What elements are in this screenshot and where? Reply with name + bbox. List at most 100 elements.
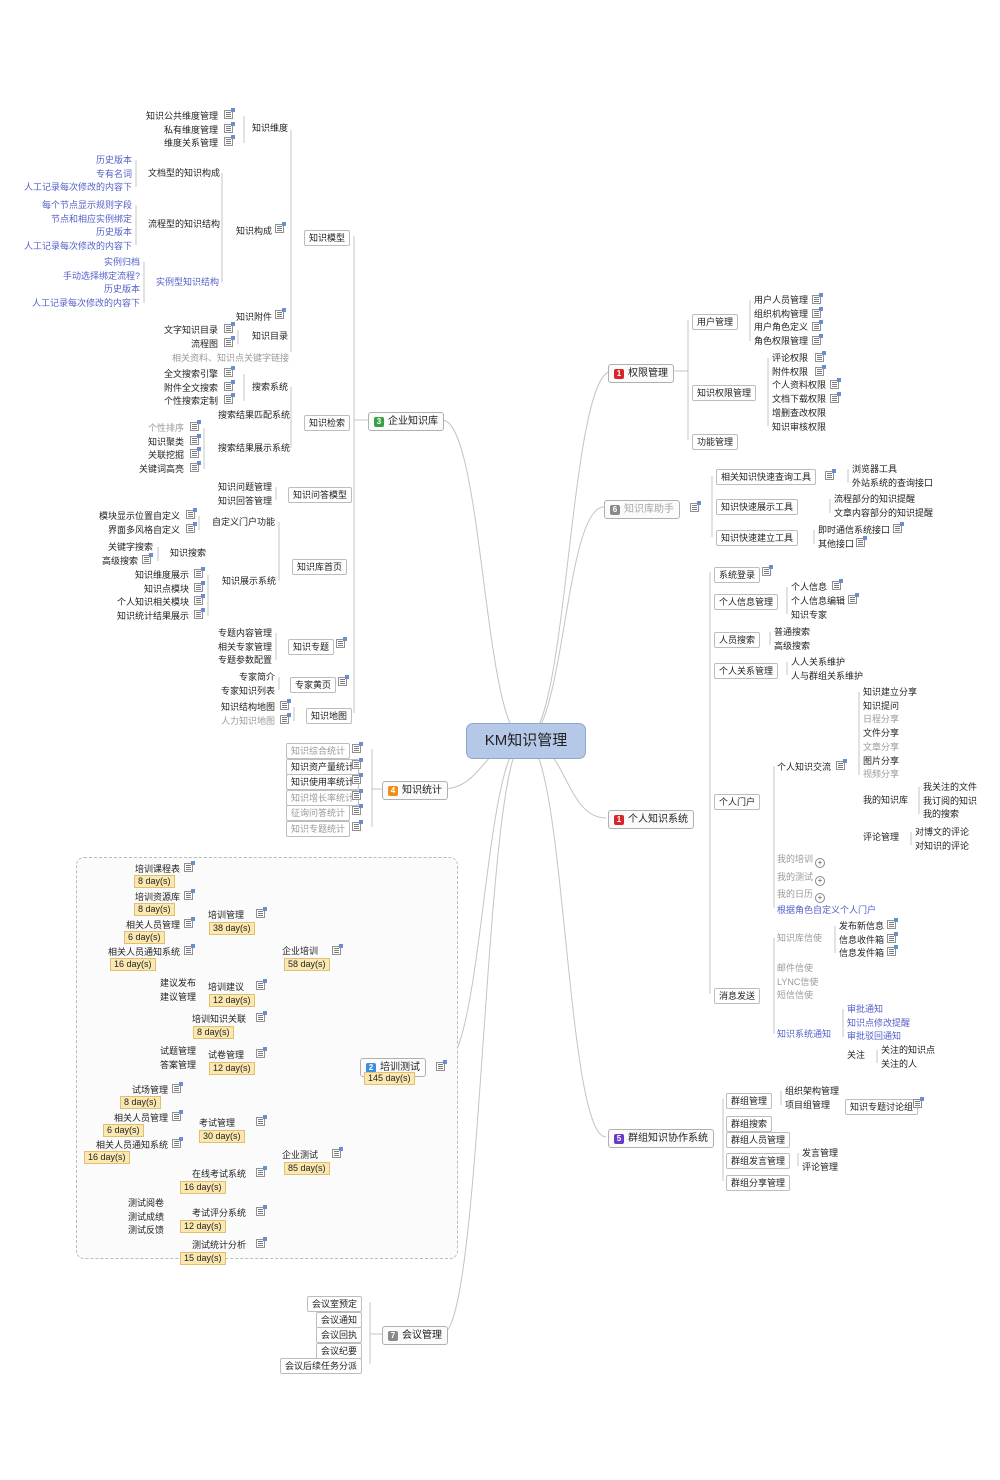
group-speech[interactable]: 群组发言管理	[726, 1153, 791, 1169]
note-icon[interactable]	[190, 420, 201, 431]
meeting-item[interactable]: 会议室预定	[306, 1296, 362, 1312]
note-icon[interactable]	[256, 1115, 267, 1126]
relation-node[interactable]: 个人关系管理	[714, 663, 779, 679]
note-icon[interactable]	[332, 1147, 343, 1158]
map-node[interactable]: 发言管理	[802, 1148, 839, 1158]
note-icon[interactable]	[224, 135, 235, 147]
login-node[interactable]: 系统登录	[714, 567, 761, 583]
map-node[interactable]: 关键词高亮	[138, 464, 184, 475]
map-node[interactable]: 知识点模块	[143, 583, 189, 594]
home-node[interactable]: 知识库首页	[292, 559, 348, 575]
note-icon[interactable]	[690, 501, 701, 512]
expand-icon[interactable]: +	[815, 875, 825, 886]
show-node[interactable]: 搜索结果展示系统	[218, 443, 291, 453]
analysis-node[interactable]: 测试统计分析	[192, 1240, 247, 1250]
note-icon[interactable]	[352, 742, 363, 753]
map-node[interactable]: 人工记录每次修改的内容下	[23, 241, 132, 252]
assistant-build[interactable]: 知识快速建立工具	[716, 530, 799, 546]
stats-item[interactable]: 知识综合统计	[286, 743, 351, 759]
map-node[interactable]: 个性搜索定制	[163, 396, 218, 407]
paper-node[interactable]: 试卷管理	[208, 1050, 245, 1060]
map-node[interactable]: 知识点修改提醒	[847, 1017, 911, 1028]
map-node[interactable]: 培训资源库	[134, 892, 180, 902]
attach-node[interactable]: 知识附件	[236, 312, 273, 322]
note-icon[interactable]	[256, 1237, 267, 1248]
ksearch-node[interactable]: 知识搜索	[170, 548, 207, 558]
note-icon[interactable]	[352, 788, 363, 800]
perm-item[interactable]: 附件权限	[772, 366, 809, 377]
map-node[interactable]: 人与群组关系维护	[791, 671, 864, 681]
comment-node[interactable]: 评论管理	[863, 832, 900, 842]
expand-icon[interactable]: +	[815, 858, 825, 868]
doc-node[interactable]: 文档型的知识构成	[148, 168, 221, 178]
match-node[interactable]: 搜索结果匹配系统	[218, 410, 291, 420]
user-item[interactable]: 角色权限管理	[754, 336, 809, 347]
map-node[interactable]: 建议发布	[159, 978, 196, 988]
note-icon[interactable]	[830, 392, 841, 404]
note-icon[interactable]	[352, 773, 363, 785]
perm-item[interactable]: 增删查改权限	[772, 407, 827, 418]
map-node[interactable]: 知识地图	[306, 708, 353, 724]
map-node[interactable]: 知识问题管理	[217, 482, 272, 492]
note-icon[interactable]	[825, 469, 836, 480]
note-icon[interactable]	[256, 979, 267, 990]
qa-node[interactable]: 知识问答模型	[288, 487, 353, 503]
central-topic[interactable]: KM知识管理	[466, 723, 586, 759]
map-node[interactable]: 知识回答管理	[217, 496, 272, 506]
map-node[interactable]: 相关人员通知系统	[107, 947, 180, 957]
map-node[interactable]: 历史版本	[95, 155, 132, 165]
note-icon[interactable]	[815, 351, 826, 362]
eval-node[interactable]: 考试评分系统	[192, 1208, 247, 1218]
note-icon[interactable]	[194, 594, 205, 606]
kb-msg-node[interactable]: 知识库信使	[777, 933, 823, 943]
note-icon[interactable]	[194, 608, 205, 620]
stats-item[interactable]: 知识专题统计	[286, 821, 351, 837]
map-node[interactable]: 专题参数配置	[217, 655, 272, 666]
exchange-item[interactable]: 知识提问	[863, 700, 900, 711]
exchange-node[interactable]: 个人知识交流	[777, 762, 832, 772]
perm-item[interactable]: 个人资料权限	[772, 380, 827, 391]
portal-extra[interactable]: 我的日历	[777, 889, 814, 899]
note-icon[interactable]	[190, 461, 201, 473]
sys-notice-node[interactable]: 知识系统通知	[777, 1029, 832, 1039]
map-node[interactable]: 其他接口	[818, 539, 855, 549]
map-node[interactable]: 审批驳回通知	[847, 1031, 902, 1042]
note-icon[interactable]	[856, 536, 867, 547]
note-icon[interactable]	[832, 579, 843, 590]
map-node[interactable]: 相关人员管理	[125, 920, 180, 930]
map-node[interactable]: 信息收件箱	[839, 934, 885, 945]
note-icon[interactable]	[172, 1082, 183, 1093]
map-node[interactable]: 人工记录每次修改的内容下	[31, 298, 140, 309]
note-icon[interactable]	[184, 861, 195, 872]
map-node[interactable]: 专有名词	[95, 168, 132, 179]
expand-icon[interactable]: +	[815, 893, 825, 903]
msg-node[interactable]: 消息发送	[714, 988, 761, 1004]
group-mgmt[interactable]: 群组管理	[726, 1093, 773, 1109]
map-node[interactable]: 手动选择绑定流程?	[62, 270, 140, 281]
map-node[interactable]: 私有维度管理	[163, 124, 218, 135]
user-item[interactable]: 用户人员管理	[754, 295, 809, 305]
map-node[interactable]: 历史版本	[103, 284, 140, 295]
topic-node[interactable]: 知识专题	[288, 639, 335, 655]
note-icon[interactable]	[352, 804, 363, 816]
group-search[interactable]: 群组搜索	[726, 1116, 773, 1132]
map-node[interactable]: 我的搜索	[923, 809, 960, 820]
map-node[interactable]: 建议管理	[159, 992, 196, 1002]
note-icon[interactable]	[812, 334, 823, 346]
note-icon[interactable]	[336, 637, 347, 648]
ent-test-node[interactable]: 企业测试	[282, 1150, 319, 1160]
note-icon[interactable]	[332, 944, 343, 955]
map-node[interactable]: 测试阅卷	[127, 1198, 164, 1208]
map-node[interactable]: 相关人员通知系统	[95, 1140, 168, 1150]
note-icon[interactable]	[352, 757, 363, 769]
map-node[interactable]: 高级搜索	[774, 641, 811, 651]
note-icon[interactable]	[256, 1205, 267, 1216]
map-node[interactable]: 答案管理	[159, 1060, 196, 1070]
suggest-node[interactable]: 培训建议	[208, 982, 245, 992]
user-mgmt-node[interactable]: 用户管理	[692, 314, 739, 330]
map-node[interactable]: 全文搜索引擎	[163, 369, 218, 379]
note-icon[interactable]	[224, 322, 235, 333]
portal-node[interactable]: 个人门户	[714, 794, 761, 810]
map-node[interactable]: 对知识的评论	[915, 841, 970, 851]
